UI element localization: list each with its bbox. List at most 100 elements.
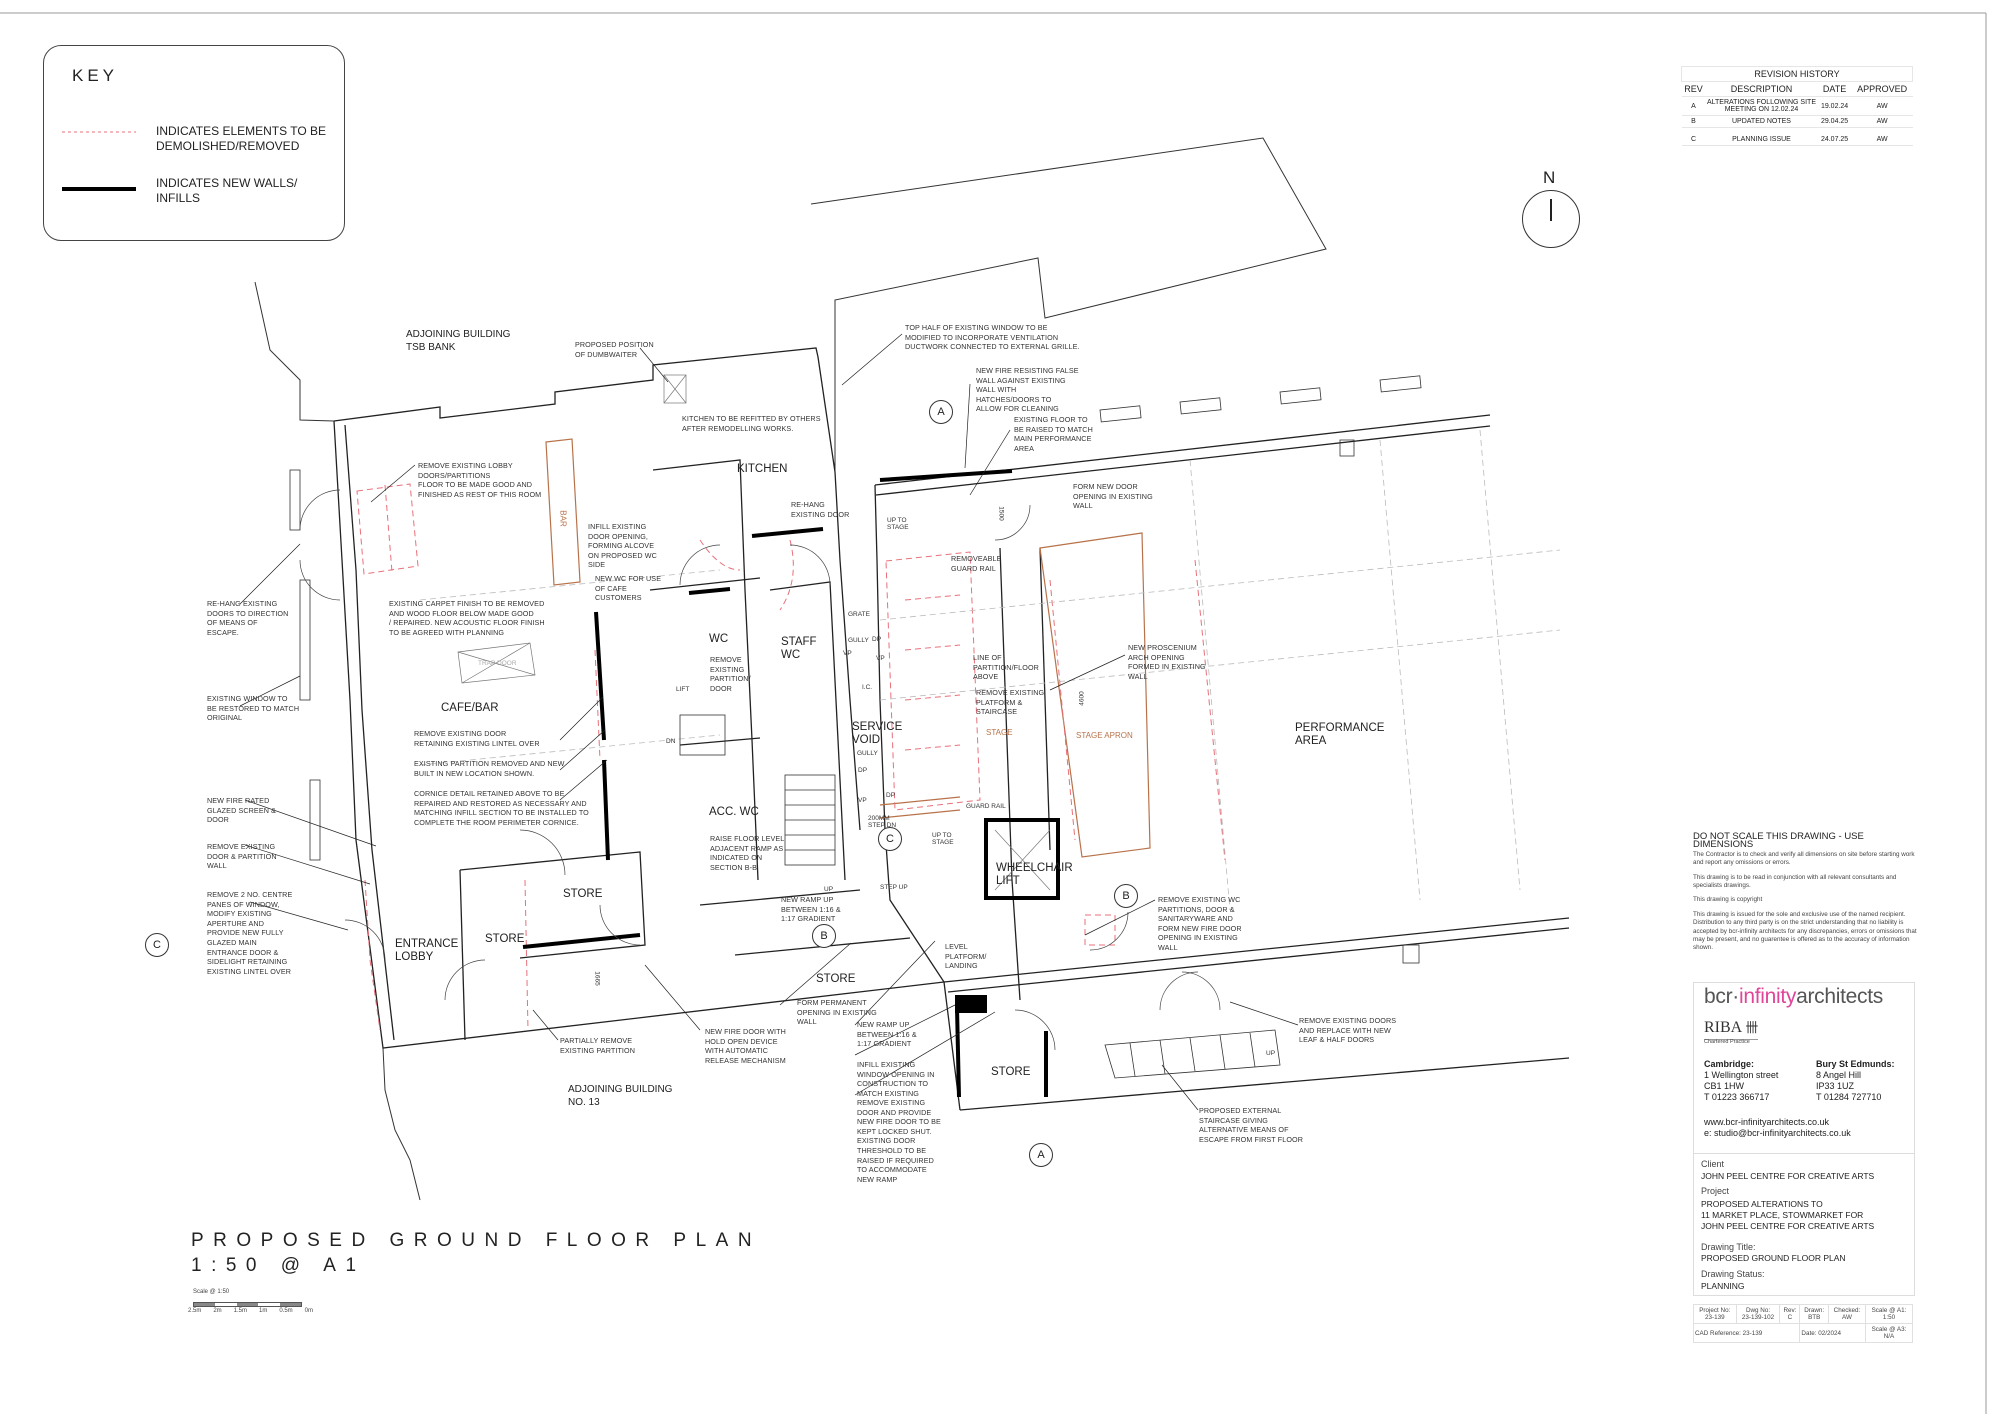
trap-door <box>457 374 1051 891</box>
trap-door-label: TRAP DOOR <box>478 660 517 667</box>
description-cell: ALTERATIONS FOLLOWING SITE MEETING ON 12… <box>1705 96 1818 116</box>
cad-ref-cell: CAD Reference: 23-139 <box>1692 1323 1801 1343</box>
dimension-1500: 1500 <box>997 506 1005 521</box>
vp-label: VP <box>843 650 852 657</box>
contact: www.bcr-infinityarchitects.co.uk e: stud… <box>1704 1117 1851 1139</box>
note-form-door: FORM NEW DOOR OPENING IN EXISTING WALL <box>1073 482 1153 511</box>
note-remove-door-lintel: REMOVE EXISTING DOOR RETAINING EXISTING … <box>414 729 540 748</box>
drawn-cell: Drawn:BTB <box>1799 1304 1829 1324</box>
date-cell: 19.02.24 <box>1817 96 1852 116</box>
rev-cell: B <box>1681 115 1706 128</box>
north-label: N <box>1543 168 1556 187</box>
scale-a3-cell: Scale @ A3:N/A <box>1864 1323 1914 1343</box>
drawing-status-value: PLANNING <box>1701 1281 1745 1291</box>
riba-subtitle: Chartered Practice <box>1704 1039 1750 1045</box>
gully-label: GULLY <box>857 750 878 757</box>
note-carpet: EXISTING CARPET FINISH TO BE REMOVED AND… <box>389 599 545 637</box>
room-cafe-bar: CAFE/BAR <box>441 702 499 714</box>
adjoining-building-tsb: ADJOINING BUILDING TSB BANK <box>406 329 511 353</box>
note-fire-door-locked: REMOVE EXISTING DOOR AND PROVIDE NEW FIR… <box>857 1098 941 1184</box>
annotation-leaders <box>239 333 1299 1111</box>
disclaimer: DO NOT SCALE THIS DRAWING - USE DIMENSIO… <box>1693 831 1918 959</box>
note-ramp-1: NEW RAMP UP BETWEEN 1:16 & 1:17 GRADIENT <box>781 895 841 924</box>
scale-tick: 1.5m <box>233 1308 247 1314</box>
rev-col-header: REV <box>1681 81 1706 97</box>
checked-cell: Checked:AW <box>1828 1304 1866 1324</box>
title-block: bcr·infinityarchitects RIBA 卌 Chartered … <box>1693 982 1915 1296</box>
disclaimer-heading: DO NOT SCALE THIS DRAWING - USE DIMENSIO… <box>1693 831 1864 851</box>
scale-tick: 0.5m <box>279 1308 293 1314</box>
scale-tick: 2.5m <box>188 1308 202 1314</box>
room-store: STORE <box>991 1066 1031 1078</box>
scale-tick: 0m <box>304 1308 313 1314</box>
gully-label: GULLY <box>848 637 869 644</box>
bar-counter-label: BAR <box>558 510 568 527</box>
room-service-void: SERVICE VOID <box>852 721 903 746</box>
description-cell: UPDATED NOTES <box>1705 115 1818 128</box>
note-infill-door: INFILL EXISTING DOOR OPENING, FORMING AL… <box>588 522 657 570</box>
up-to-stage-label: UP TO STAGE <box>932 832 954 846</box>
disclaimer-text: The Contractor is to check and verify al… <box>1693 850 1915 867</box>
rev-cell: C <box>1681 127 1706 146</box>
vp-label: VP <box>876 655 885 662</box>
room-accessible-wc: ACC. WC <box>709 806 759 818</box>
drawing-info-grid: Project No:23-139 Dwg No:23-139-102 Rev:… <box>1692 1304 1914 1343</box>
date-cell: Date: 02/2024 <box>1799 1323 1866 1343</box>
date-cell: 24.07.25 <box>1817 127 1852 146</box>
approved-cell: AW <box>1851 96 1913 116</box>
drawing-title-value: PROPOSED GROUND FLOOR PLAN <box>1701 1253 1846 1263</box>
note-partition-moved: EXISTING PARTITION REMOVED AND NEW BUILT… <box>414 759 565 778</box>
stage-apron-label: STAGE APRON <box>1076 731 1133 740</box>
dp-label: DP <box>886 792 896 799</box>
dwg-no-cell: Dwg No:23-139-102 <box>1735 1304 1781 1324</box>
ic-label: I.C. <box>862 684 873 691</box>
email-link[interactable]: e: studio@bcr-infinityarchitects.co.uk <box>1704 1128 1851 1138</box>
dp-label: DP <box>858 767 868 774</box>
legend-swatches <box>62 131 136 191</box>
disclaimer-text: This drawing is copyright <box>1693 896 1763 904</box>
project-name: PROPOSED ALTERATIONS TO 11 MARKET PLACE,… <box>1701 1199 1875 1231</box>
revision-row: C PLANNING ISSUE 24.07.25 AW <box>1681 127 1913 146</box>
note-ramp-2: NEW RAMP UP BETWEEN 1:16 & 1:17 GRADIENT <box>857 1020 917 1049</box>
description-col-header: DESCRIPTION <box>1705 81 1818 97</box>
adjoining-plot-outline <box>810 137 1327 472</box>
disclaimer-text: This drawing is to be read in conjunctio… <box>1693 873 1897 890</box>
room-staff-wc: STAFF WC <box>781 636 817 661</box>
note-lobby-doors: REMOVE EXISTING LOBBY DOORS/PARTITIONS F… <box>418 461 542 499</box>
section-marker-b: B <box>812 924 836 948</box>
project-label: Project <box>1701 1186 1730 1196</box>
note-permanent-opening: FORM PERMANENT OPENING IN EXISTING WALL <box>797 998 877 1027</box>
client-label: Client <box>1701 1159 1725 1169</box>
note-false-wall: NEW FIRE RESISTING FALSE WALL AGAINST EX… <box>976 366 1079 414</box>
no13-boundary <box>382 1047 421 1201</box>
note-guard-rail: REMOVEABLE GUARD RAIL <box>951 554 1002 573</box>
demolition-elements <box>356 483 1226 1031</box>
note-raise-floor: RAISE FLOOR LEVEL ADJACENT RAMP AS INDIC… <box>710 834 785 872</box>
date-cell: 29.04.25 <box>1817 115 1852 128</box>
wheelchair-lift-label: WHEELCHAIR LIFT <box>996 862 1073 887</box>
website-link[interactable]: www.bcr-infinityarchitects.co.uk <box>1704 1117 1830 1127</box>
scale-bar <box>193 1302 302 1307</box>
dn-label: DN <box>666 738 676 745</box>
section-marker-b: B <box>1114 884 1138 908</box>
note-line-of-partition: LINE OF PARTITION/FLOOR ABOVE <box>973 653 1039 682</box>
note-proscenium: NEW PROSCENIUM ARCH OPENING FORMED IN EX… <box>1128 643 1206 681</box>
vp-label: VP <box>858 797 867 804</box>
scale-label: Scale @ 1:50 <box>193 1289 230 1295</box>
revision-row: B UPDATED NOTES 29.04.25 AW <box>1681 115 1913 128</box>
step-down-label: 200MM STEP DN <box>868 815 897 829</box>
date-col-header: DATE <box>1817 81 1852 97</box>
note-dumbwaiter: PROPOSED POSITION OF DUMBWAITER <box>575 340 654 359</box>
step-up-label: STEP UP <box>880 884 908 891</box>
room-lift: LIFT <box>676 686 690 693</box>
legend-key: KEY INDICATES ELEMENTS TO BE DEMOLISHED/… <box>43 45 345 241</box>
scale-ticks: 2.5m 2m 1.5m 1m 0.5m 0m <box>188 1308 313 1314</box>
door-swings <box>299 489 1221 1051</box>
section-marker-c: C <box>145 933 169 957</box>
note-external-staircase: PROPOSED EXTERNAL STAIRCASE GIVING ALTER… <box>1199 1106 1304 1144</box>
drawing-title: PROPOSED GROUND FLOOR PLAN 1:50 @ A1 <box>191 1230 762 1276</box>
note-new-wc: NEW WC FOR USE OF CAFE CUSTOMERS <box>595 574 662 603</box>
scale-tick: 2m <box>213 1308 222 1314</box>
drawing-status-label: Drawing Status: <box>1701 1269 1765 1279</box>
new-walls <box>522 469 1060 1098</box>
